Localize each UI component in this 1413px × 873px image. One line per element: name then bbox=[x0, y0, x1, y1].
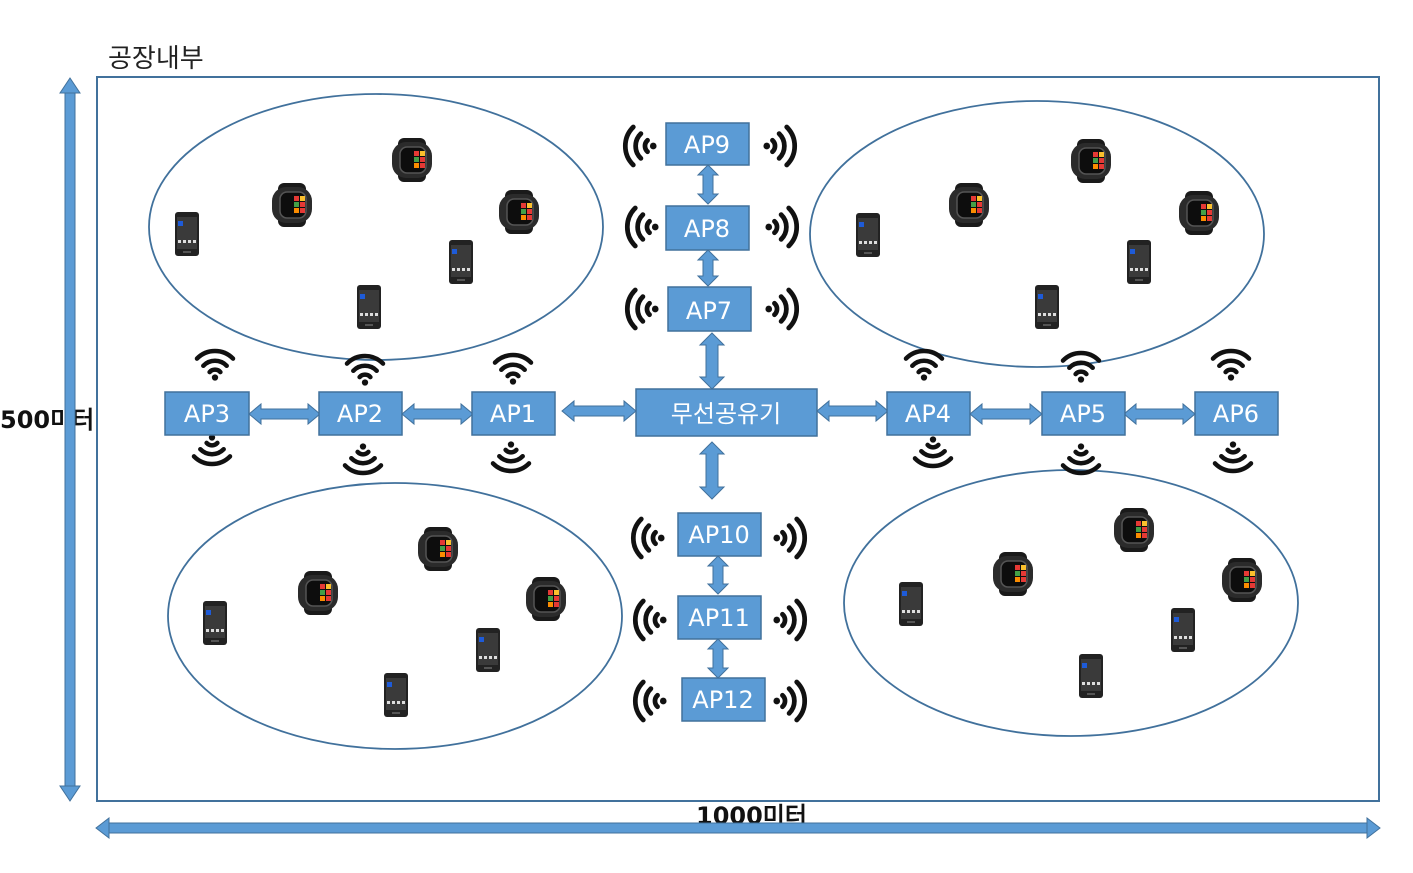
smartwatch-icon bbox=[418, 527, 458, 571]
wifi-icon bbox=[1063, 353, 1099, 383]
smartwatch-icon bbox=[272, 183, 312, 227]
smartphone-icon bbox=[384, 673, 408, 717]
ap-label: AP7 bbox=[686, 297, 732, 325]
ap-label: AP11 bbox=[688, 604, 749, 632]
ap-label: AP8 bbox=[684, 215, 730, 243]
smartphone-icon bbox=[203, 601, 227, 645]
wifi-icon bbox=[493, 441, 529, 471]
ap-label: AP1 bbox=[490, 400, 536, 428]
ap-box-AP12: AP12 bbox=[681, 677, 766, 722]
diagram-title: 공장내부 bbox=[108, 44, 204, 74]
wifi-icon bbox=[627, 290, 658, 328]
wifi-icon bbox=[906, 351, 942, 381]
smartphone-icon bbox=[449, 240, 473, 284]
ap-box-AP6: AP6 bbox=[1194, 391, 1279, 436]
smartphone-icon bbox=[856, 213, 880, 257]
smartwatch-icon bbox=[298, 571, 338, 615]
wifi-icon bbox=[635, 682, 666, 720]
smartwatch-icon bbox=[526, 577, 566, 621]
wifi-icon bbox=[915, 436, 951, 466]
ap-label: AP12 bbox=[692, 686, 753, 714]
height-dimension-arrow bbox=[59, 77, 81, 802]
smartwatch-icon bbox=[392, 138, 432, 182]
wifi-icon bbox=[773, 682, 804, 720]
ap-box-AP5: AP5 bbox=[1041, 391, 1126, 436]
ap-box-AP4: AP4 bbox=[886, 391, 971, 436]
wifi-icon bbox=[765, 208, 796, 246]
ap-label: AP4 bbox=[905, 400, 951, 428]
smartphone-icon bbox=[1079, 654, 1103, 698]
factory-boundary bbox=[96, 76, 1380, 802]
smartphone-icon bbox=[1035, 285, 1059, 329]
smartphone-icon bbox=[899, 582, 923, 626]
ap-label: AP2 bbox=[337, 400, 383, 428]
wifi-icon bbox=[763, 127, 794, 165]
smartphone-icon bbox=[175, 212, 199, 256]
ap-box-AP11: AP11 bbox=[677, 595, 762, 640]
zone-bottom-left bbox=[167, 482, 623, 750]
wifi-icon bbox=[194, 434, 230, 464]
wifi-icon bbox=[1063, 443, 1099, 473]
ap-label: AP10 bbox=[688, 521, 749, 549]
smartwatch-icon bbox=[993, 552, 1033, 596]
ap-box-AP7: AP7 bbox=[667, 286, 752, 332]
wifi-icon bbox=[627, 208, 658, 246]
wifi-icon bbox=[1213, 351, 1249, 381]
wifi-icon bbox=[773, 601, 804, 639]
wifi-icon bbox=[197, 351, 233, 381]
smartphone-icon bbox=[476, 628, 500, 672]
smartwatch-icon bbox=[1222, 558, 1262, 602]
height-dimension-label: 500미터 bbox=[0, 406, 95, 434]
wifi-icon bbox=[625, 127, 656, 165]
router-label: 무선공유기 bbox=[671, 400, 781, 428]
link-arrows bbox=[248, 164, 1196, 679]
ap-box-AP1: AP1 bbox=[471, 391, 556, 436]
wifi-icon bbox=[495, 355, 531, 385]
zone-top-right bbox=[809, 100, 1265, 368]
ap-box-AP2: AP2 bbox=[318, 391, 403, 436]
smartwatch-icon bbox=[499, 190, 539, 234]
ap-box-AP3: AP3 bbox=[164, 391, 250, 436]
router-box: 무선공유기 bbox=[635, 388, 818, 437]
wifi-icon bbox=[773, 519, 804, 557]
wifi-icon bbox=[765, 290, 796, 328]
smartwatch-icon bbox=[1114, 508, 1154, 552]
ap-label: AP5 bbox=[1060, 400, 1106, 428]
ap-label: AP6 bbox=[1213, 400, 1259, 428]
wifi-icon bbox=[633, 519, 664, 557]
wifi-icon bbox=[635, 601, 666, 639]
ap-label: AP9 bbox=[684, 131, 730, 159]
ap-label: AP3 bbox=[184, 400, 230, 428]
width-dimension-arrow bbox=[95, 816, 1381, 840]
smartwatch-icon bbox=[1179, 191, 1219, 235]
smartphone-icon bbox=[1171, 608, 1195, 652]
smartphone-icon bbox=[357, 285, 381, 329]
ap-box-AP9: AP9 bbox=[665, 122, 750, 166]
smartwatch-icon bbox=[949, 183, 989, 227]
ap-box-AP8: AP8 bbox=[665, 205, 750, 251]
smartphone-icon bbox=[1127, 240, 1151, 284]
ap-box-AP10: AP10 bbox=[677, 512, 762, 557]
wifi-icon bbox=[1215, 441, 1251, 471]
wifi-icon bbox=[345, 443, 381, 473]
smartwatch-icon bbox=[1071, 139, 1111, 183]
